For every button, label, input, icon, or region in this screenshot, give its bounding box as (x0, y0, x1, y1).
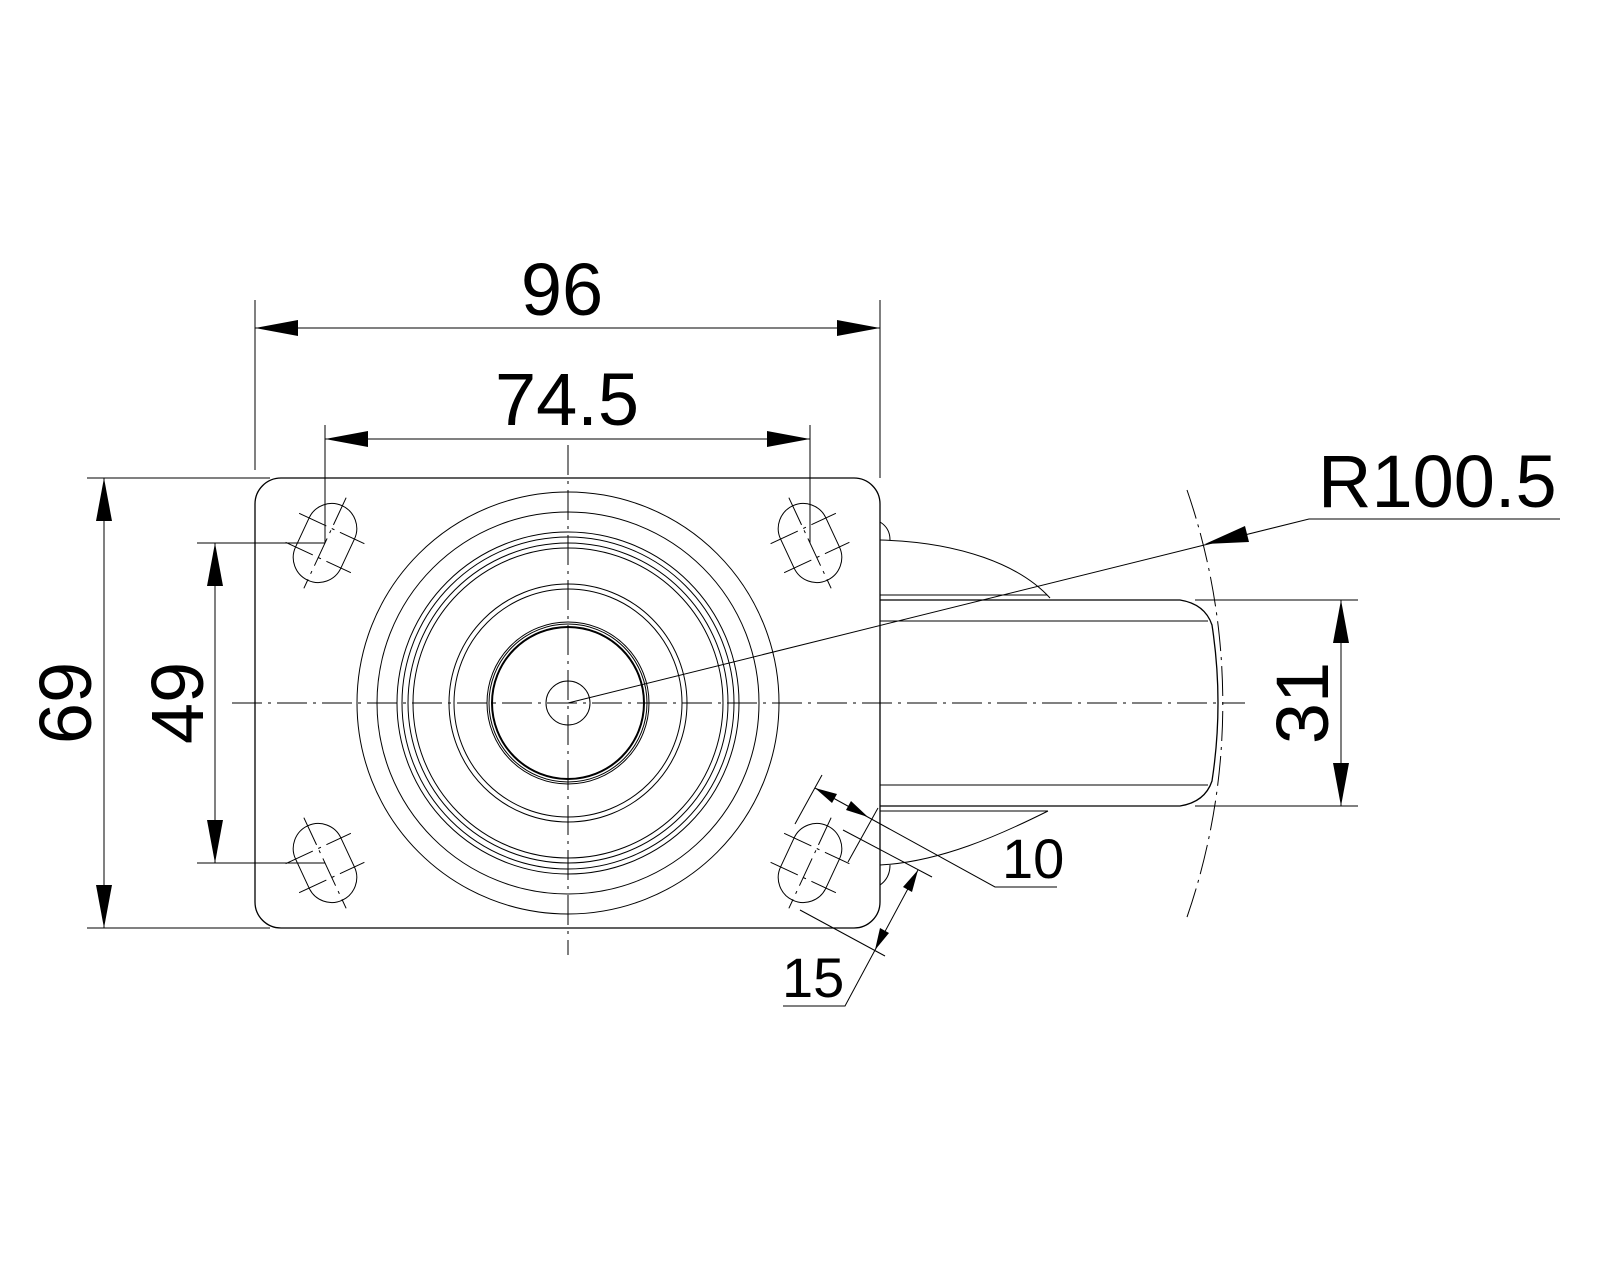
fork-top-fillet (879, 521, 891, 541)
arrow-head (767, 431, 810, 447)
ring (412, 547, 724, 859)
mounting-plate (254, 477, 881, 929)
dimension-slot-width: 10 (794, 774, 1064, 890)
swivel-radius-arc (1185, 489, 1224, 921)
arrow-head (815, 788, 837, 803)
ring (453, 588, 683, 818)
ring (407, 542, 729, 864)
dimension-plate-width: 96 (254, 248, 881, 478)
dimension-label: 49 (136, 662, 219, 744)
dimension-label: 31 (1261, 662, 1344, 744)
ring (356, 491, 780, 915)
ring (448, 583, 688, 823)
arrow-head (207, 543, 223, 586)
dimension-wheel-width: 31 (1195, 599, 1358, 807)
arrow-head (837, 320, 880, 336)
dimension-hole-spacing-y: 49 (136, 542, 325, 864)
dimension-label: 74.5 (495, 358, 639, 441)
arrow-head (1205, 526, 1249, 544)
dimension-label: 96 (521, 248, 603, 331)
arrow-head (255, 320, 298, 336)
arrow-head (96, 478, 112, 521)
dimension-label: 15 (782, 946, 844, 1009)
arrow-head (903, 870, 918, 892)
dimension-label: 10 (1002, 827, 1064, 890)
kingpin-ring (491, 626, 645, 780)
ring (401, 536, 735, 870)
fork-bottom-curve (879, 810, 1049, 866)
dimension-label: R100.5 (1318, 440, 1557, 523)
ring (486, 621, 650, 785)
arrow-head (846, 801, 868, 817)
swivel-rings (356, 491, 780, 915)
arrow-head (1333, 600, 1349, 643)
dimension-wheel-radius: R100.5 (567, 440, 1560, 704)
dimension-label: 69 (24, 662, 107, 744)
arrow-head (325, 431, 368, 447)
arrow-head (875, 928, 889, 950)
ring (488, 623, 648, 783)
wheel-outline (880, 599, 1219, 807)
dimension-slot-length: 15 (782, 829, 933, 1009)
wheel-side-view (879, 489, 1224, 921)
arrow-head (96, 885, 112, 928)
center-hole (545, 680, 591, 726)
dimension-plate-height: 69 (24, 477, 270, 929)
arrow-head (207, 820, 223, 863)
dimension-hole-spacing-x: 74.5 (324, 358, 811, 543)
ring (396, 531, 740, 875)
ring (376, 511, 760, 895)
fork-bottom-fillet (879, 864, 891, 886)
arrow-head (1333, 763, 1349, 806)
slot-bottom-right (770, 817, 850, 909)
